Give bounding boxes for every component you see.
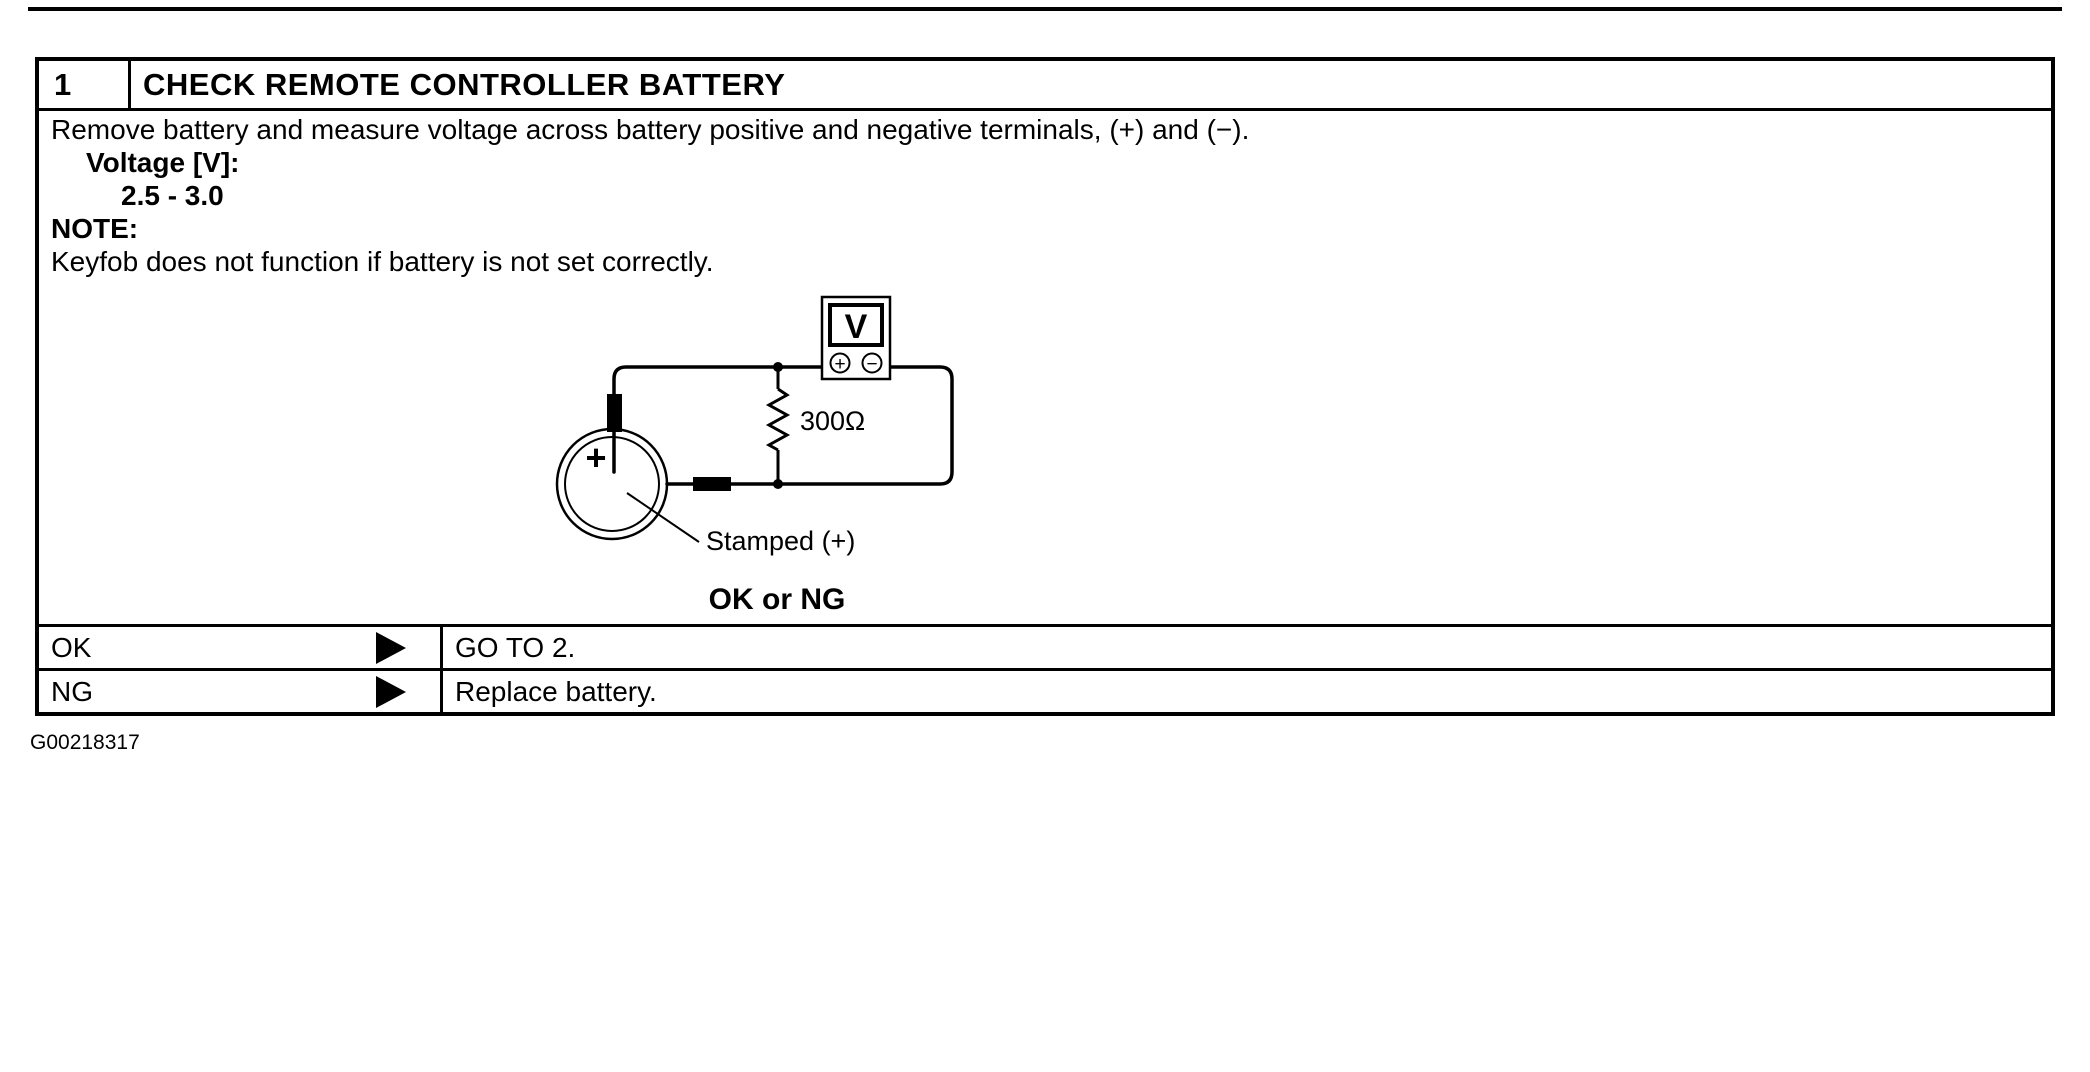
- action-text-ng: Replace battery.: [455, 675, 657, 707]
- top-border-rule: [28, 7, 2062, 11]
- goto-arrow-icon: [376, 631, 406, 664]
- voltmeter-negative-terminal-icon: [861, 352, 883, 374]
- figure-id: G00218317: [30, 731, 140, 754]
- voltage-spec-label: Voltage [V]:: [86, 147, 240, 178]
- result-cell-ng: NG: [39, 671, 443, 712]
- voltmeter-negative-sign: −: [866, 354, 877, 375]
- voltmeter-label: V: [845, 308, 868, 346]
- stamped-label: Stamped (+): [706, 526, 855, 556]
- junction-dot-top: [773, 362, 783, 372]
- instruction-text: Remove battery and measure voltage acros…: [51, 114, 1250, 145]
- battery-negative-terminal: [693, 477, 731, 491]
- battery-positive-terminal: [607, 394, 622, 432]
- action-text-ok: GO TO 2.: [455, 631, 576, 663]
- circuit-schematic: 300Ω + Stamped (+) V + −: [555, 295, 954, 556]
- result-label-ok: OK: [51, 631, 92, 663]
- note-text: Keyfob does not function if battery is n…: [51, 246, 714, 277]
- result-label-ng: NG: [51, 675, 93, 707]
- junction-dot-bottom: [773, 479, 783, 489]
- resistor-icon: [765, 387, 791, 452]
- step-number: 1: [39, 61, 131, 108]
- voltmeter-positive-terminal-icon: [829, 352, 851, 374]
- voltmeter-display: [828, 303, 884, 347]
- step-body: Remove battery and measure voltage acros…: [39, 111, 2051, 624]
- outcome-row-ok: OK GO TO 2.: [39, 624, 2051, 668]
- result-prompt: OK or NG: [708, 583, 846, 616]
- voltmeter-positive-sign: +: [834, 354, 845, 375]
- diagnostic-step-table: 1 CHECK REMOTE CONTROLLER BATTERY Remove…: [35, 57, 2055, 716]
- circuit-diagram-figure: 300Ω + Stamped (+) V + − OK or NG: [547, 295, 1007, 617]
- battery-plus-mark: +: [585, 437, 606, 478]
- resistor-value-label: 300Ω: [800, 406, 865, 436]
- coin-battery-inner: [564, 436, 660, 532]
- voltage-spec-value: 2.5 - 3.0: [121, 180, 224, 211]
- outcome-row-ng: NG Replace battery.: [39, 668, 2051, 712]
- circuit-wire-loop: [612, 365, 954, 486]
- step-title: CHECK REMOTE CONTROLLER BATTERY: [143, 66, 786, 102]
- result-cell-ok: OK: [39, 627, 443, 668]
- note-label: NOTE:: [51, 213, 139, 244]
- stamped-leader-line: [626, 492, 700, 543]
- goto-arrow-icon: [376, 675, 406, 708]
- step-header-row: 1 CHECK REMOTE CONTROLLER BATTERY: [39, 61, 2051, 111]
- coin-battery-outer: [555, 427, 669, 541]
